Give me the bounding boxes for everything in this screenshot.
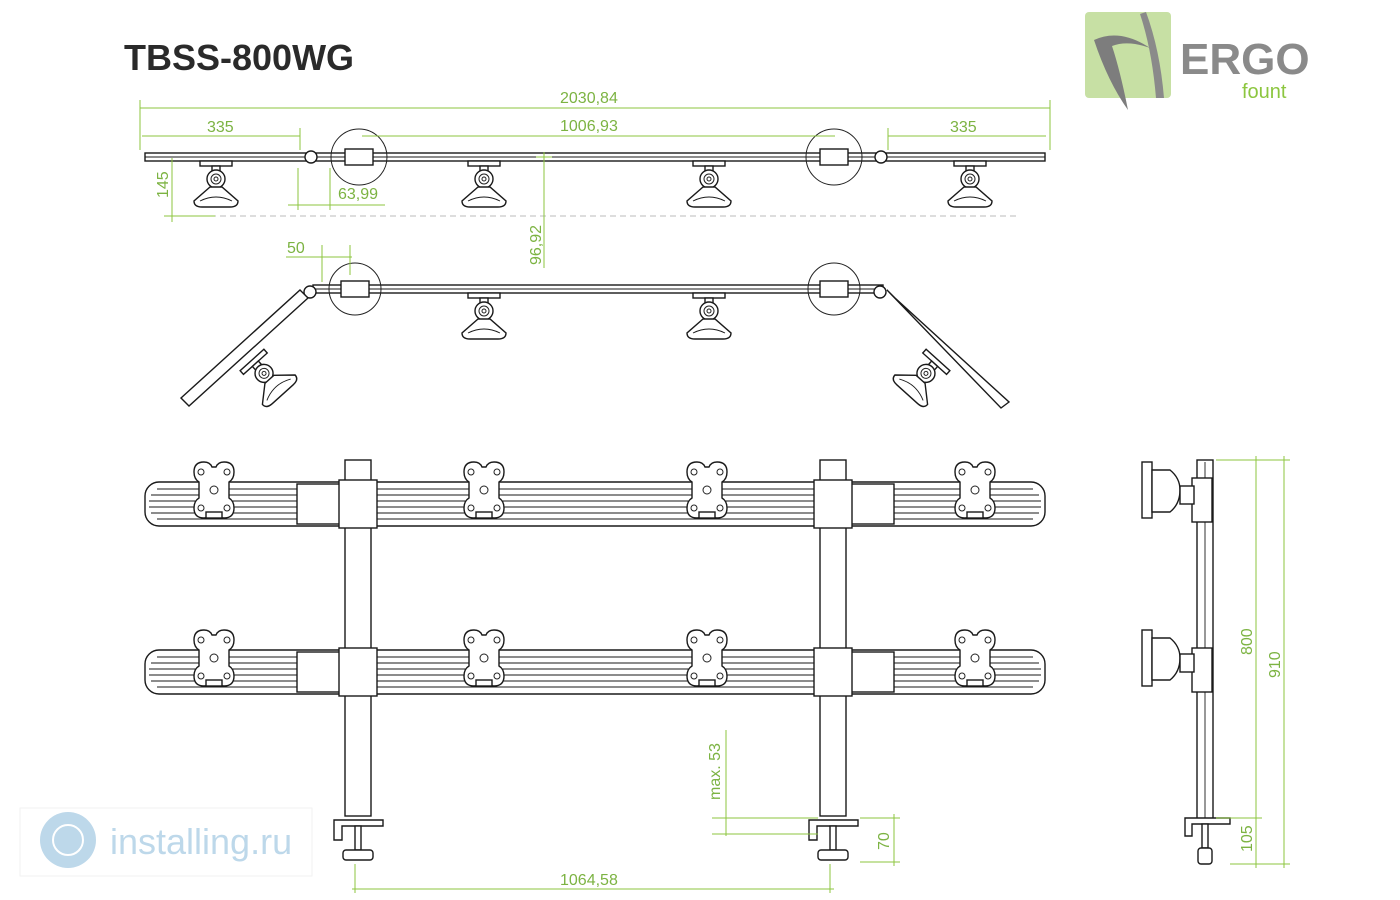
joint-circle-right xyxy=(805,128,863,186)
side-view: 800 910 105 xyxy=(1141,456,1290,868)
vesa-plate xyxy=(954,461,996,519)
dim-clamp-height: 70 xyxy=(876,832,893,850)
dim-end-left: 335 xyxy=(207,119,234,136)
lower-rail xyxy=(144,649,1046,695)
vesa-plate xyxy=(463,629,505,687)
dim-row-spacing: 800 xyxy=(1239,628,1256,655)
dim-base-height: 105 xyxy=(1239,825,1256,852)
angled-arm-left xyxy=(179,289,310,407)
dim-bar-depth: 96,92 xyxy=(528,225,545,265)
desk-clamp-right xyxy=(808,819,859,861)
monitor-mount xyxy=(947,160,993,208)
monitor-mount xyxy=(193,160,239,208)
dim-arm-depth: 145 xyxy=(155,171,172,198)
dim-total-width: 2030,84 xyxy=(560,90,618,107)
side-bracket-lower xyxy=(1191,647,1213,693)
dimensions-top: 2030,84 335 1006,93 335 145 63,99 96,92 xyxy=(139,90,1051,268)
joint-circle-left xyxy=(328,262,382,316)
monitor-mount-angled-right xyxy=(890,344,956,410)
rail-coupler xyxy=(296,483,342,525)
rail-coupler xyxy=(296,651,342,693)
logo-brand: ERGO xyxy=(1180,35,1310,84)
side-desk-clamp xyxy=(1184,817,1231,865)
monitor-mount xyxy=(686,292,732,340)
joint-circle-left xyxy=(330,128,388,186)
hinge-left xyxy=(304,150,318,164)
joint-circle-right xyxy=(807,262,861,316)
monitor-mount xyxy=(686,160,732,208)
vesa-plate xyxy=(686,461,728,519)
pole-bracket xyxy=(338,647,378,697)
dim-angled-offset: 50 xyxy=(287,240,305,257)
watermark: installing.ru xyxy=(19,807,313,877)
angled-arm-right xyxy=(886,289,1011,409)
side-mount-lower xyxy=(1141,629,1195,687)
dim-clamp-max: max. 53 xyxy=(707,743,724,800)
pole-bracket xyxy=(813,479,853,529)
top-view-angled: 50 xyxy=(179,240,1011,410)
ergofount-logo: ERGO fount xyxy=(1085,12,1310,110)
watermark-text: installing.ru xyxy=(110,821,292,862)
dim-total-height: 910 xyxy=(1267,651,1284,678)
pole-clamp-left xyxy=(340,280,370,298)
vesa-plate xyxy=(193,629,235,687)
logo-swoosh-icon xyxy=(1094,35,1150,110)
vesa-plate xyxy=(954,629,996,687)
rail-coupler xyxy=(849,483,895,525)
dim-pole-spacing: 1064,58 xyxy=(560,872,618,889)
pole-clamp-right xyxy=(819,148,849,166)
vesa-plate xyxy=(686,629,728,687)
dimensions-front: 1064,58 max. 53 70 xyxy=(352,730,900,893)
pole-clamp-right xyxy=(819,280,849,298)
hinge-right xyxy=(874,150,888,164)
page-title: TBSS-800WG xyxy=(124,37,354,78)
upper-rail xyxy=(144,481,1046,527)
desk-clamp-left xyxy=(333,819,384,861)
top-view-straight xyxy=(144,128,1046,217)
dim-joint-offset: 63,99 xyxy=(338,186,378,203)
monitor-mount xyxy=(461,160,507,208)
logo-sub: fount xyxy=(1242,81,1287,103)
side-mount-upper xyxy=(1141,461,1195,519)
dim-end-right: 335 xyxy=(950,119,977,136)
front-view xyxy=(144,459,1046,861)
rail-coupler xyxy=(849,651,895,693)
hinge-left xyxy=(303,285,317,299)
header: TBSS-800WG xyxy=(100,25,690,84)
dim-center-span: 1006,93 xyxy=(560,118,618,135)
watermark-globe-icon xyxy=(40,812,96,868)
pole-clamp-left xyxy=(344,148,374,166)
pole-bracket xyxy=(338,479,378,529)
hinge-right xyxy=(873,285,887,299)
vesa-plate xyxy=(193,461,235,519)
monitor-mount xyxy=(461,292,507,340)
logo-stroke-icon xyxy=(1140,12,1164,98)
vesa-plate xyxy=(463,461,505,519)
pole-bracket xyxy=(813,647,853,697)
side-bracket-upper xyxy=(1191,477,1213,523)
